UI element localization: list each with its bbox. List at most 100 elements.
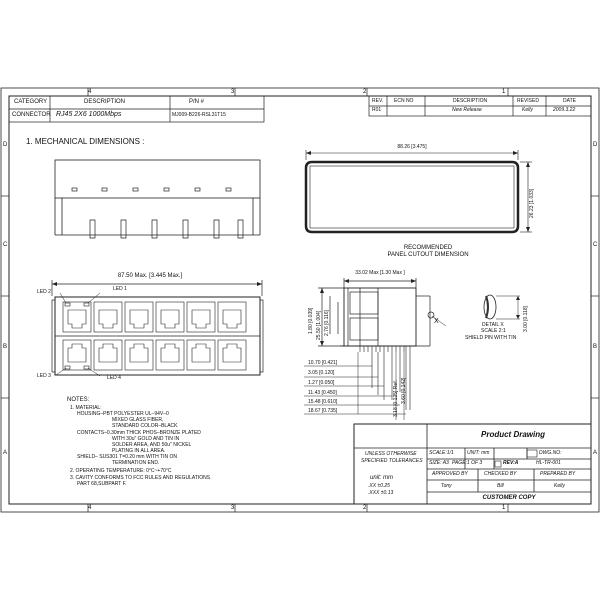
- side-left-dim-3: 1.27 [0.050]: [308, 380, 335, 386]
- note-line: HOUSING–PBT POLYESTER UL–94V–0: [77, 411, 169, 417]
- rev-header-description: DESCRIPTION: [453, 98, 488, 104]
- rev-header-rev: REV.: [372, 98, 384, 104]
- cutout-caption-2: PANEL CUTOUT DIMENSION: [387, 252, 469, 258]
- rev-value-revised: Kelly: [522, 107, 533, 113]
- part-table-grid: [8, 95, 265, 123]
- customer-copy: CUSTOMER COPY: [482, 495, 536, 501]
- front-width-dim: 87.50 Max. [3.445 Max.]: [117, 273, 183, 279]
- side-pin-dim-1: 3.18 [0.125] Ref.: [393, 380, 399, 417]
- unit-cell: UNIT: mm: [467, 450, 490, 456]
- cutout-height-dim: 26.23 [1.033]: [529, 188, 535, 218]
- side-left-dim-2: 3.05 [0.120]: [308, 370, 335, 376]
- dwg-no: HL-TR-001: [536, 460, 561, 466]
- zone-row-left-c: C: [3, 242, 8, 248]
- note-line: SOLDER AREA, AND 50u" NICKEL: [112, 442, 192, 448]
- inner-border: [8, 95, 592, 505]
- led-3-label: LED 3: [37, 373, 51, 379]
- connector-front-view: [51, 280, 264, 377]
- tolerance-xxx: .XXX ±0.13: [368, 490, 394, 496]
- page-cell: PAGE:1 OF 3: [452, 460, 483, 466]
- note-line: PART 68,SUBPART F.: [77, 481, 127, 487]
- connector-side-view: [304, 278, 447, 420]
- zone-row-left-b: B: [3, 344, 8, 350]
- part-table-header-category: CATEGORY: [14, 99, 48, 105]
- side-top-dim: 33.02 Max [1.30 Max ]: [355, 270, 405, 276]
- rev-value-date: 2009.3.22: [553, 107, 576, 113]
- rev-cell: REV:A: [503, 460, 519, 466]
- revision-table-grid: [368, 95, 592, 117]
- tolerance-unit: unit: mm: [370, 475, 394, 481]
- product-drawing-title: Product Drawing: [481, 430, 546, 439]
- part-table-header-description: DESCRIPTION: [84, 99, 126, 105]
- detail-dim: 3.00 [0.118]: [523, 305, 529, 332]
- tolerance-xx: .XX ±0.25: [368, 483, 390, 489]
- part-number: MJ009-B226-RSL31T15: [172, 112, 226, 118]
- side-pin-dim-2: 3.60 [0.142]: [401, 377, 407, 404]
- note-line: STANDARD COLOR–BLACK: [112, 423, 178, 429]
- zone-col-bottom-2: 3: [231, 505, 235, 511]
- outer-border: [0, 87, 600, 513]
- note-line: 2. OPERATING TEMPERATURE: 0°C~+70°C: [70, 468, 172, 474]
- zone-col-top-3: 2: [363, 89, 367, 95]
- zone-row-right-a: A: [593, 450, 598, 456]
- zone-col-bottom-3: 2: [363, 505, 367, 511]
- zone-col-bottom-1: 4: [88, 505, 92, 511]
- side-vertical-dim-2: 25.50 [1.004]: [316, 310, 322, 340]
- scale-cell: SCALE:1/1: [429, 450, 454, 456]
- note-line: PLATING IN ALL AREA.: [112, 448, 166, 454]
- section-title: 1. MECHANICAL DIMENSIONS :: [26, 137, 145, 146]
- prepared-name: Kelly: [554, 483, 565, 489]
- checked-name: Bill: [497, 483, 504, 489]
- side-vertical-dim-3: 2.76 [0.116]: [324, 309, 330, 336]
- side-vertical-dim-1: 1.80 [0.039]: [308, 307, 314, 334]
- note-line: TERMINATION END.: [112, 460, 160, 466]
- zone-row-right-d: D: [593, 142, 598, 148]
- tolerance-head-1: UNLESS OTHERWISE: [365, 451, 417, 457]
- detail-x-pin: [483, 294, 520, 320]
- checked-by-label: CHECKED BY: [484, 471, 517, 477]
- rev-value-rev: R01: [372, 107, 382, 113]
- note-line: 1. MATERIAL:: [70, 405, 102, 411]
- detail-label: DETAIL X: [482, 322, 504, 328]
- note-line: NOTES:: [67, 397, 90, 403]
- led-4-label: LED 4: [107, 375, 121, 381]
- zone-col-top-2: 3: [231, 89, 235, 95]
- note-line: SHIELD– SUS301 T=0.20 mm WITH TIN ON: [77, 454, 177, 460]
- note-line: CONTACTS–0.30mm THICK PHOS–BRONZE PLATED: [77, 430, 201, 436]
- size-cell: SIZE: A3: [429, 460, 449, 466]
- cutout-width-dim: 88.26 [3.475]: [397, 144, 427, 150]
- part-category: CONNECTOR: [12, 112, 51, 118]
- approved-by-label: APPROVED BY: [432, 471, 468, 477]
- zone-col-bottom-4: 1: [502, 505, 506, 511]
- panel-cutout: [304, 150, 532, 234]
- part-description: RJ45 2X6 1000Mbps: [56, 111, 122, 118]
- prepared-by-label: PREPARED BY: [540, 471, 576, 477]
- side-left-dim-4: 11.43 [0.450]: [308, 390, 337, 396]
- tolerance-head-2: SPECIFIED TOLERANCES: [361, 458, 423, 464]
- rev-header-ecn: ECN NO: [394, 98, 414, 104]
- zone-col-top-1: 4: [88, 89, 92, 95]
- detail-scale: SCALE 2:1: [481, 328, 506, 334]
- note-line: 3. CAVITY CONFORMS TO FCC RULES AND REGU…: [70, 475, 211, 481]
- led-2-label: LED 2: [37, 289, 51, 295]
- side-left-dim-5: 15.48 [0.610]: [308, 399, 338, 405]
- part-table-header-pn: P/N #: [189, 99, 205, 105]
- note-line: MIXED GLASS FIBER,: [112, 417, 164, 423]
- rev-value-description: New Release: [452, 107, 482, 113]
- zone-row-left-a: A: [3, 450, 8, 456]
- zone-row-right-c: C: [593, 242, 598, 248]
- note-line: WITH 30u" GOLD AND TIN IN: [112, 436, 180, 442]
- side-left-dim-1: 10.70 [0.421]: [308, 360, 338, 366]
- title-block-grid: [353, 423, 592, 505]
- dwg-no-label: DWG.NO:: [539, 450, 562, 456]
- approved-name: Tony: [441, 483, 452, 489]
- side-left-dim-6: 18.67 [0.735]: [308, 408, 338, 414]
- detail-x-marker: X: [434, 318, 439, 325]
- detail-caption: SHIELD PIN WITH TIN: [465, 335, 517, 341]
- cutout-caption-1: RECOMMENDED: [403, 245, 453, 251]
- zone-col-top-4: 1: [502, 89, 506, 95]
- rev-header-date: DATE: [563, 98, 576, 104]
- connector-top-view: [54, 159, 261, 239]
